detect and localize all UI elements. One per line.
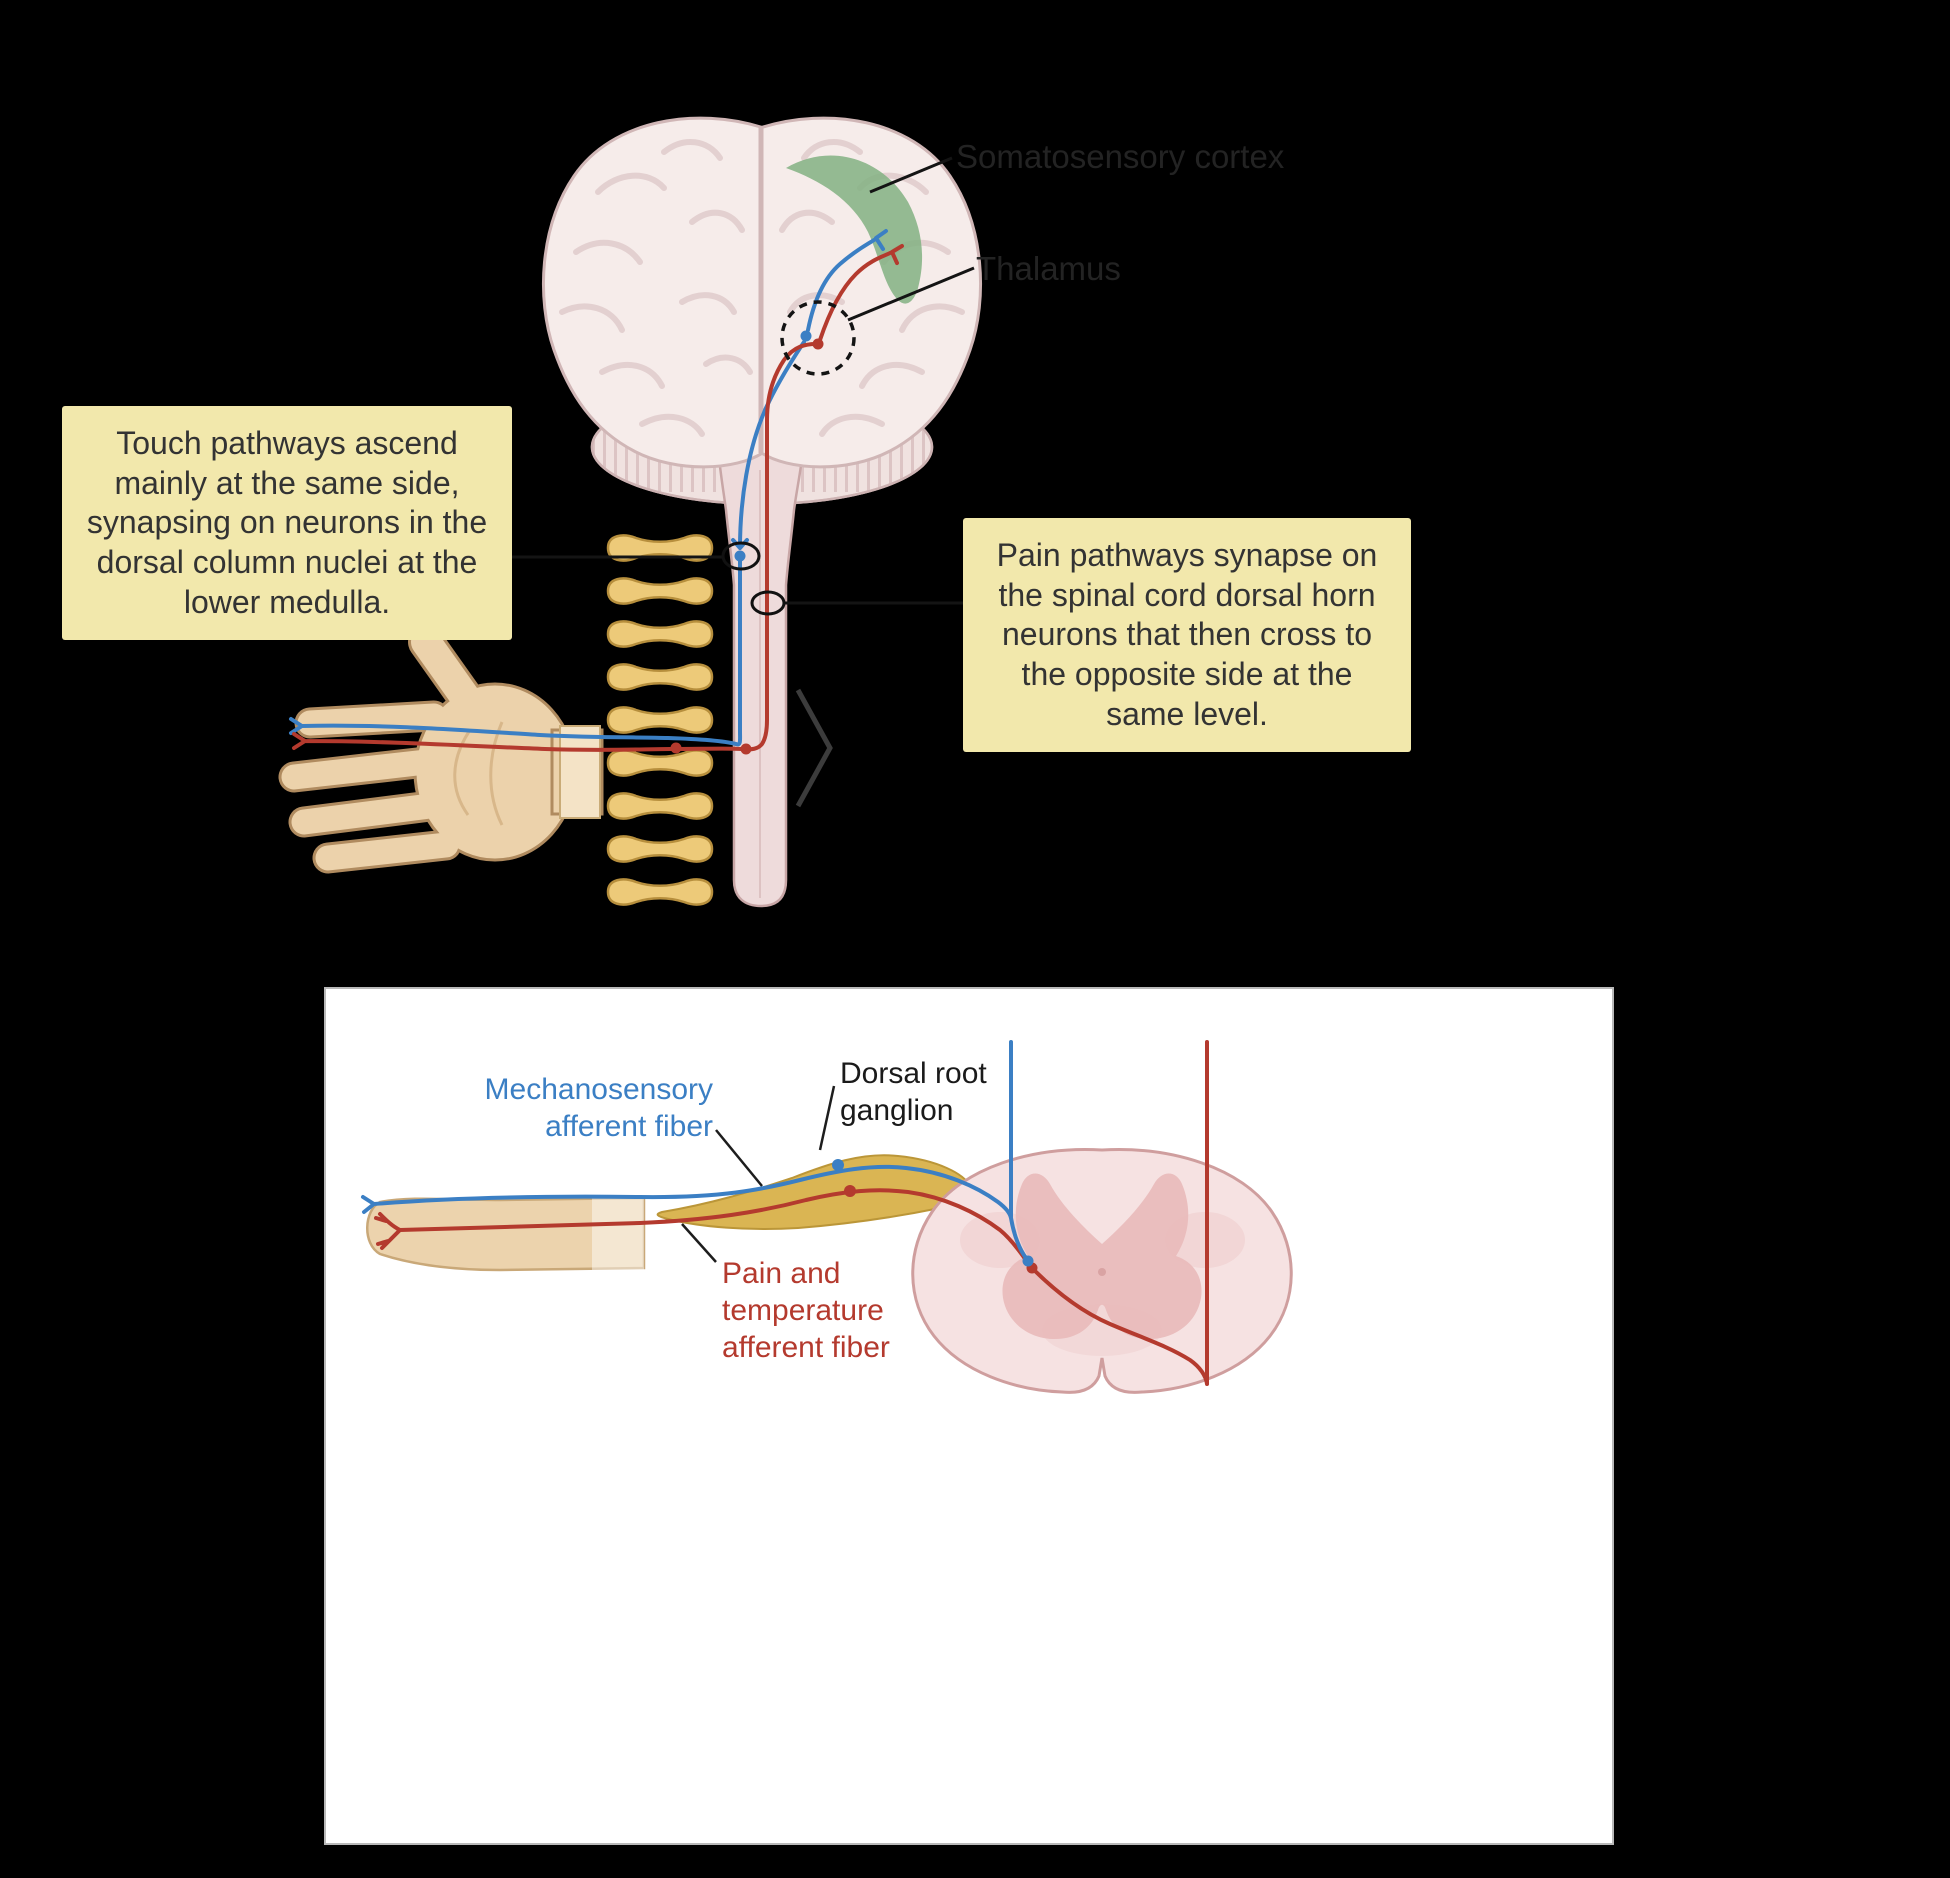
dorsal-horn-synapse — [740, 743, 752, 755]
inset-touch-fiber — [361, 1040, 1034, 1267]
gray-matter — [1002, 1173, 1202, 1340]
fingers — [281, 703, 459, 871]
left-hemisphere — [541, 116, 766, 469]
finger-illustration — [366, 1196, 646, 1272]
pain-pathway — [292, 244, 904, 755]
ganglion-leader-line — [818, 1085, 836, 1151]
thalamus-touch-synapse — [800, 330, 812, 342]
touch-pathway-note: Touch pathways ascend mainly at the same… — [62, 406, 512, 641]
vertebra — [606, 835, 714, 863]
medulla-callout-ellipse — [721, 541, 761, 571]
thalamus-label: Thalamus — [976, 250, 1121, 287]
vertebra — [606, 749, 714, 777]
dorsal-root-ganglion-label: Dorsal root ganglion — [840, 1057, 987, 1127]
pain-temperature-fiber-label: Pain and temperature afferent fiber — [722, 1257, 890, 1364]
inset-touch-collateral-synapse — [1022, 1255, 1034, 1267]
vertebra — [606, 792, 714, 820]
drg-soma — [670, 742, 682, 754]
finger-fade — [592, 1196, 644, 1270]
inset-pain-soma — [844, 1185, 856, 1197]
cerebrum — [541, 116, 983, 469]
gyri-texture — [559, 138, 965, 437]
cord-callout-ellipse — [750, 590, 786, 616]
thalamus-pain-synapse — [812, 338, 824, 350]
vertebra — [606, 577, 714, 605]
somatosensory-leader-line — [869, 156, 953, 194]
inset-panel-background — [324, 987, 1614, 1845]
wrist-cuff — [559, 725, 601, 819]
thalamus-leader-line — [847, 266, 975, 322]
central-canal — [1098, 1268, 1106, 1276]
inset-touch-soma — [832, 1159, 844, 1171]
pain-pathway-note: Pain pathways synapse on the spinal cord… — [963, 518, 1411, 753]
brain-and-spinal-cord — [278, 116, 983, 908]
inset-panel-graphics — [324, 987, 1614, 1845]
vertebra — [606, 620, 714, 648]
dorsal-column-synapse — [734, 550, 746, 562]
mechanosensory-leader-line — [715, 1129, 763, 1187]
vertebra — [606, 706, 714, 734]
vertebral-column — [606, 534, 714, 906]
somatosensory-cortex-highlight — [786, 155, 923, 304]
pain-fiber-leader-line — [681, 1223, 717, 1263]
right-hemisphere — [758, 116, 983, 469]
somatosensory-cortex-label: Somatosensory cortex — [956, 138, 1285, 175]
thumb — [411, 627, 485, 719]
mechanosensory-fiber-label: Mechanosensory afferent fiber — [484, 1073, 713, 1143]
vertebra — [606, 878, 714, 906]
cord-segment-bracket — [795, 688, 833, 808]
vertebra — [606, 663, 714, 691]
thalamus-dashed-circle — [780, 300, 856, 376]
